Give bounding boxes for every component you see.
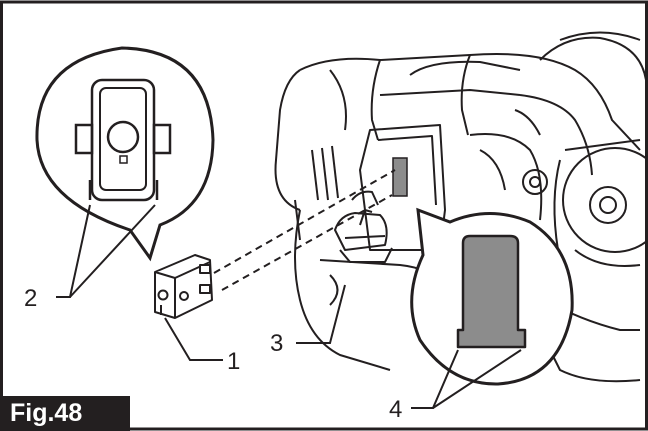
insertion-dashed-line-lower — [221, 194, 393, 291]
callout-1: 1 — [227, 348, 240, 375]
right-part-detail — [456, 234, 527, 349]
callout-2: 2 — [24, 285, 37, 312]
leader-lines — [56, 204, 522, 409]
machine-body — [274, 31, 648, 383]
part-1-connector — [154, 254, 213, 319]
socket-terminal — [392, 157, 408, 197]
insertion-dashed-line — [213, 169, 396, 274]
left-part-detail — [74, 78, 172, 202]
callout-3: 3 — [270, 330, 283, 357]
figure-label: Fig.48 — [0, 396, 130, 431]
callout-4: 4 — [389, 396, 402, 423]
